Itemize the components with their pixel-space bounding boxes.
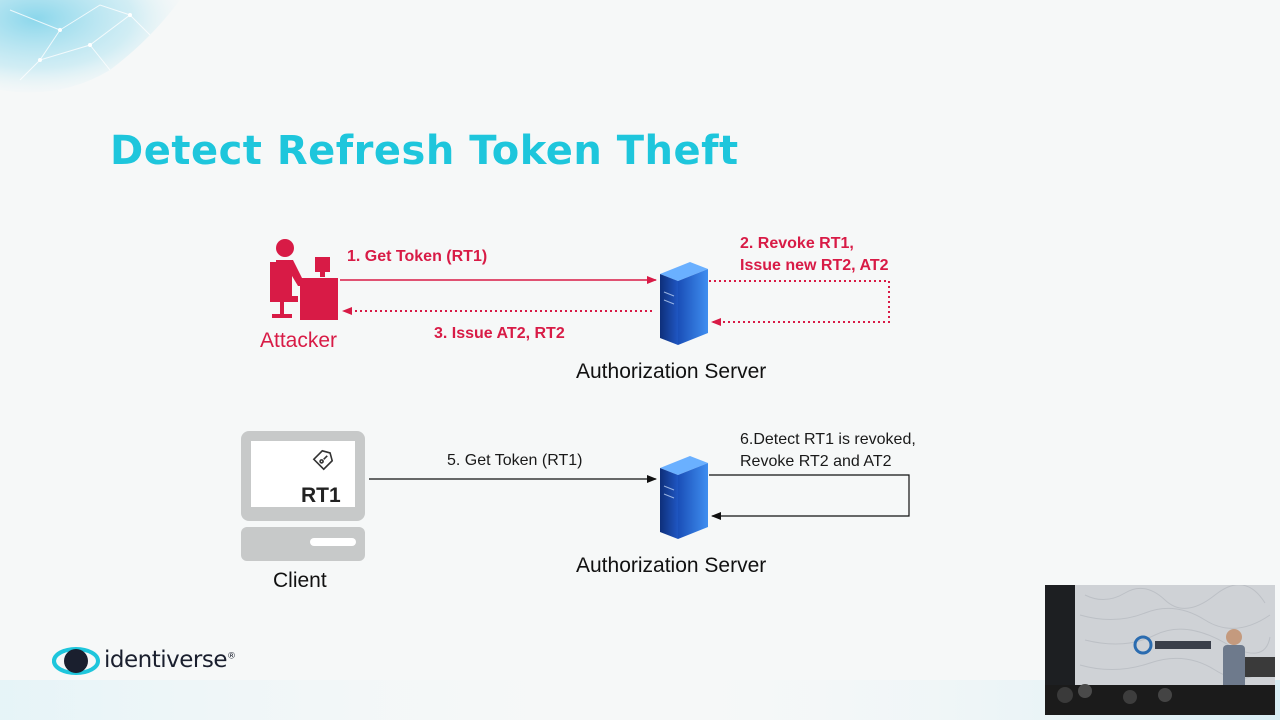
arrow-self-loop-detect: [709, 474, 910, 520]
authorization-server-icon-top: [660, 262, 708, 345]
logo-registered-mark: ®: [226, 651, 236, 662]
identiverse-logo-icon: [52, 647, 100, 675]
client-label: Client: [273, 569, 327, 592]
attacker-icon: [270, 239, 338, 320]
identiverse-logo-text: identiverse®: [104, 647, 236, 673]
authorization-server-label-top: Authorization Server: [576, 360, 767, 383]
attacker-label: Attacker: [260, 329, 338, 352]
step6-label-line2: Revoke RT2 and AT2: [740, 453, 892, 470]
network-corner-decoration: [0, 0, 180, 93]
authorization-server-label-bottom: Authorization Server: [576, 554, 767, 577]
step2-label-line2: Issue new RT2, AT2: [740, 257, 889, 274]
slide-title: Detect Refresh Token Theft: [110, 128, 739, 174]
arrow-self-loop-revoke: [709, 280, 890, 326]
speaker-video-inset: [1045, 585, 1275, 715]
authorization-server-icon-bottom: [660, 456, 708, 539]
step2-label-line1: 2. Revoke RT1,: [740, 235, 854, 252]
key-tag-icon: [312, 449, 334, 471]
step3-label: 3. Issue AT2, RT2: [434, 325, 565, 342]
client-computer-icon: [241, 431, 365, 561]
client-screen-rt1: RT1: [301, 484, 341, 507]
logo-wordmark: identiverse: [104, 647, 227, 673]
step5-label: 5. Get Token (RT1): [447, 452, 583, 469]
step1-label: 1. Get Token (RT1): [347, 248, 488, 265]
step6-label-line1: 6.Detect RT1 is revoked,: [740, 431, 916, 448]
